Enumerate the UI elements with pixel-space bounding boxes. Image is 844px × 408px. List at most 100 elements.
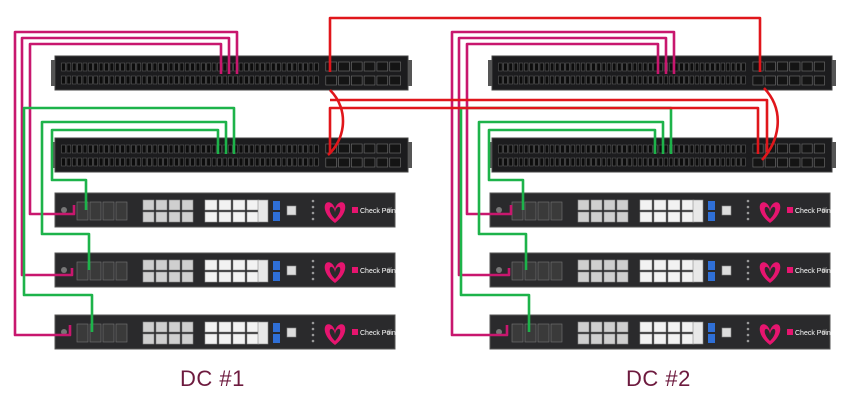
switch-port — [544, 157, 550, 167]
ethernet-port — [667, 199, 681, 211]
switch-port — [689, 157, 694, 167]
ethernet-port — [218, 321, 232, 333]
switch-port — [244, 157, 249, 167]
switch-left-ear — [51, 60, 55, 86]
switch-port — [98, 144, 104, 154]
dc-1-appliance-2: Check Point — [54, 252, 398, 288]
switch-uplink-port — [801, 157, 813, 168]
switch-port — [163, 144, 168, 154]
switch-port — [61, 62, 66, 72]
switch-port — [120, 157, 125, 167]
switch-port — [601, 75, 606, 85]
switch-port — [674, 144, 679, 154]
dc-1-green-link-1 — [50, 128, 220, 210]
switch-port — [168, 75, 174, 85]
status-led — [746, 277, 750, 281]
mgmt-port — [257, 321, 269, 345]
switch-port — [632, 75, 638, 85]
switch-port — [565, 157, 570, 167]
switch-port — [211, 75, 217, 85]
switch-port — [174, 62, 179, 72]
switch-port — [141, 62, 147, 72]
switch-port — [109, 157, 115, 167]
switch-port — [720, 62, 726, 72]
mgmt-port — [692, 199, 704, 223]
status-led — [311, 199, 315, 203]
switch-port — [710, 157, 715, 167]
switch-port — [265, 75, 271, 85]
ethernet-port — [653, 333, 667, 345]
switch-port — [705, 75, 710, 85]
switch-port — [513, 62, 519, 72]
usb-port-icon — [708, 212, 715, 221]
ethernet-port — [603, 271, 616, 283]
dc-2-appliance-1: Check Point — [489, 192, 833, 228]
switch-port — [643, 75, 648, 85]
switch-port — [596, 144, 601, 154]
ethernet-port — [246, 333, 260, 345]
switch-port — [498, 75, 503, 85]
status-led — [746, 217, 750, 221]
switch-port — [228, 75, 233, 85]
switch-port — [147, 157, 152, 167]
switch-port — [115, 144, 120, 154]
dc-1-green-link-2 — [40, 120, 228, 270]
switch-port — [260, 157, 265, 167]
screw-icon — [496, 329, 502, 335]
switch-port — [570, 62, 575, 72]
switch-uplink-port — [764, 75, 776, 86]
status-led — [311, 259, 315, 263]
ethernet-port — [232, 211, 246, 223]
brand-name-text: Check Point — [795, 208, 833, 215]
switch-port — [115, 157, 120, 167]
ethernet-port — [653, 321, 667, 333]
switch-port — [643, 144, 648, 154]
sfp-port — [511, 261, 524, 281]
switch-port — [555, 75, 560, 85]
switch-port — [314, 157, 319, 167]
switch-port — [158, 75, 163, 85]
switch-port — [627, 75, 632, 85]
switch-uplink-port — [801, 75, 813, 86]
sfp-port — [537, 323, 550, 343]
switch-port — [544, 62, 550, 72]
switch-port — [601, 144, 606, 154]
check-point-heart-logo-icon — [759, 262, 781, 283]
switch-port — [580, 144, 586, 154]
ethernet-port — [639, 211, 653, 223]
switch-port — [694, 75, 700, 85]
switch-port — [539, 62, 544, 72]
switch-uplink-port — [801, 143, 813, 154]
switch-port — [508, 62, 513, 72]
switch-port — [131, 75, 136, 85]
switch-port — [152, 157, 158, 167]
switch-port — [77, 62, 82, 72]
switch-port — [297, 62, 303, 72]
ethernet-port — [577, 321, 590, 333]
switch-uplink-port — [813, 61, 825, 72]
brand-mark — [352, 267, 358, 273]
sfp-port — [115, 261, 128, 281]
switch-port — [503, 62, 508, 72]
sfp-port — [76, 323, 89, 343]
mgmt-port — [257, 259, 269, 283]
switch-uplink-port — [376, 75, 389, 86]
switch-port — [297, 157, 303, 167]
brand-name-text: Check Point — [795, 330, 833, 337]
switch-port — [104, 157, 109, 167]
ethernet-port — [590, 211, 603, 223]
ethernet-port — [155, 321, 168, 333]
brand-name-text: Check Point — [360, 330, 398, 337]
switch-port — [82, 157, 88, 167]
sfp-port — [115, 201, 128, 221]
console-port — [721, 327, 732, 338]
dc-2-green-link-2 — [477, 120, 665, 270]
switch-port — [663, 157, 669, 167]
switch-port — [586, 75, 591, 85]
switch-port — [184, 144, 190, 154]
switch-port — [575, 75, 581, 85]
ethernet-port — [639, 333, 653, 345]
ethernet-port — [667, 271, 681, 283]
switch-port — [606, 157, 612, 167]
